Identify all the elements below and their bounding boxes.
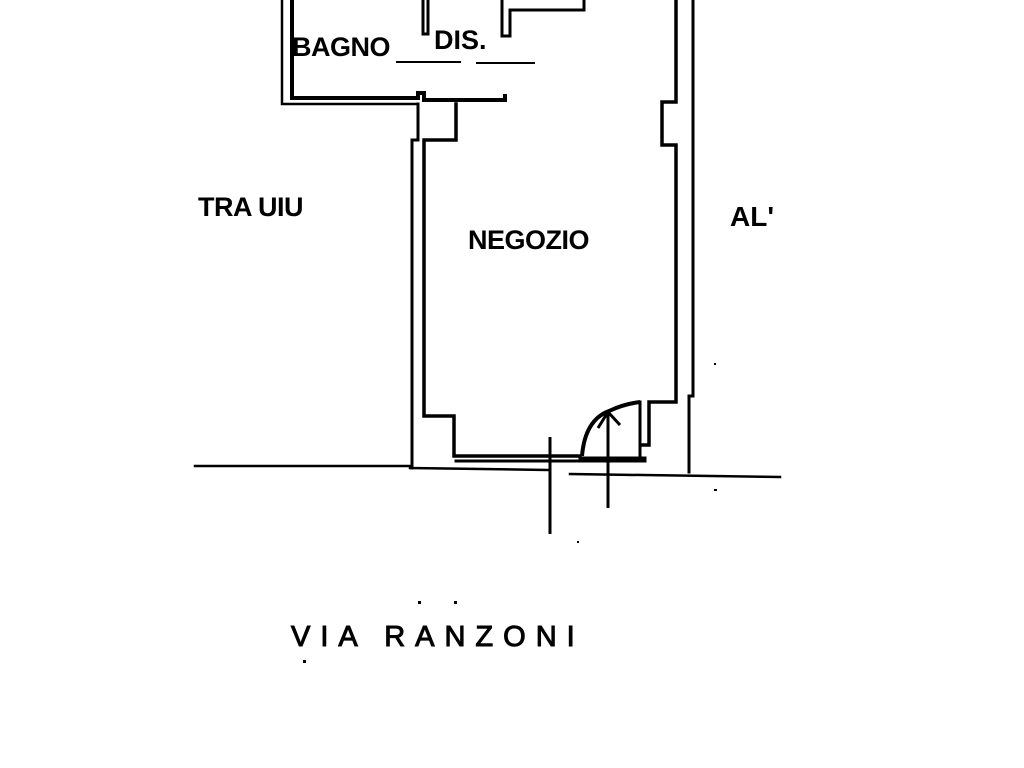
dis-threshold [396, 61, 535, 64]
dis-wall [500, 0, 586, 38]
door-jamb [578, 400, 647, 462]
bagno-wall [290, 0, 507, 102]
room-label-bagno: BAGNO [292, 32, 391, 62]
room-label-negozio: NEGOZIO [468, 225, 590, 255]
adjacent-label-right: AL' [730, 201, 774, 232]
section-marker-icon [548, 412, 610, 534]
street-label: VIA RANZONI [291, 621, 585, 653]
door-swing-icon [580, 400, 641, 457]
negozio-right-wall-outer [687, 0, 695, 474]
room-label-dis: DIS. [434, 25, 487, 55]
scan-specks [303, 363, 717, 663]
dis-partition [421, 0, 430, 36]
negozio-right-wall [639, 0, 678, 447]
street-line [193, 464, 782, 479]
negozio-left-wall [422, 102, 582, 458]
adjacent-label-left: TRA UIU [198, 192, 304, 222]
negozio-left-wall-outer [410, 102, 420, 470]
bagno-wall-outer [280, 0, 420, 106]
